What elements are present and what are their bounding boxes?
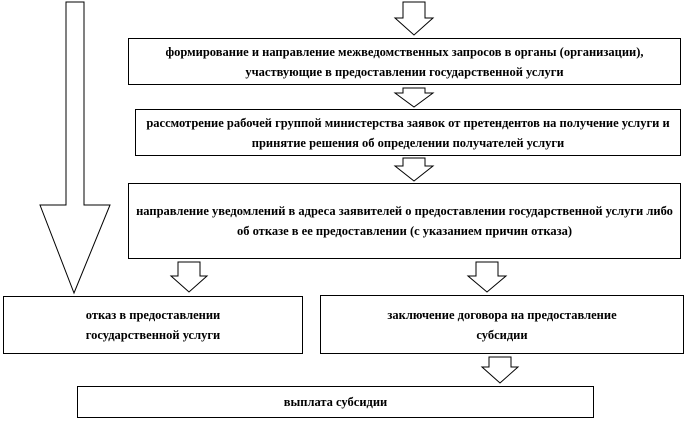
box-subsidy-payment: выплата субсидии xyxy=(77,386,594,418)
arrow-review-to-notify xyxy=(393,157,435,182)
box-refusal: отказ в предоставлении государственной у… xyxy=(3,296,303,354)
arrow-contract-to-payment xyxy=(480,356,520,384)
box-interagency-requests-text: формирование и направление межведомствен… xyxy=(165,44,644,79)
arrow-requests-to-review xyxy=(393,87,435,108)
box-interagency-requests: формирование и направление межведомствен… xyxy=(128,38,681,85)
box-send-notifications-text: направление уведомлений в адреса заявите… xyxy=(136,204,673,238)
box-contract: заключение договора на предоставление су… xyxy=(320,295,684,354)
big-left-arrow xyxy=(39,1,111,295)
box-review-applications: рассмотрение рабочей группой министерств… xyxy=(135,109,681,156)
arrow-notify-to-contract xyxy=(466,261,508,293)
box-review-applications-text: рассмотрение рабочей группой министерств… xyxy=(146,115,670,150)
arrow-notify-to-refusal xyxy=(169,261,209,293)
box-send-notifications: направление уведомлений в адреса заявите… xyxy=(128,183,681,259)
box-refusal-text: отказ в предоставлении государственной у… xyxy=(85,308,221,342)
box-contract-text: заключение договора на предоставление су… xyxy=(387,307,617,342)
box-subsidy-payment-text: выплата субсидии xyxy=(283,395,388,409)
arrow-top xyxy=(393,1,435,36)
